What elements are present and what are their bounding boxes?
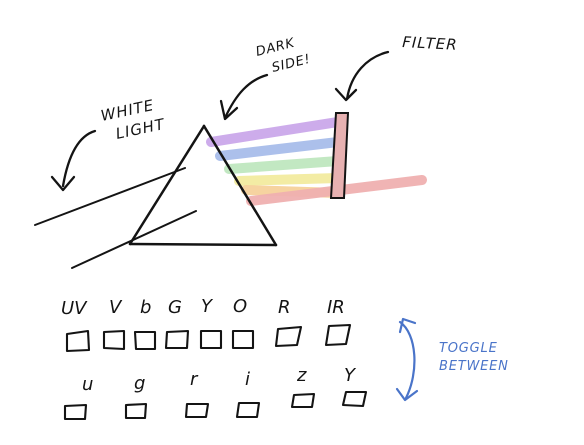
top-label-v: V (109, 297, 123, 318)
toggle-label-line-2: BETWEEN (439, 359, 509, 374)
bottom-label-y: Y (344, 365, 357, 386)
top-box-b (133, 330, 157, 351)
top-box-ir (324, 323, 352, 347)
prism (128, 124, 278, 247)
bottom-box-y (341, 390, 368, 408)
spectrum-band-blue (215, 137, 343, 161)
top-label-o: O (233, 296, 247, 317)
bottom-label-i: i (245, 369, 250, 390)
white-light-arrow (61, 129, 97, 188)
spectrum-band-yellow (234, 173, 343, 186)
top-label-ir: IR (327, 297, 345, 318)
top-box-g (164, 329, 190, 350)
white-light-rays (34, 167, 197, 269)
top-label-r: R (278, 297, 291, 318)
bottom-box-r (184, 402, 210, 419)
spectrum-band-violet (206, 117, 343, 147)
toggle-arrow (395, 317, 419, 402)
top-box-o (231, 329, 255, 350)
toggle-label-line-1: TOGGLE (439, 341, 498, 356)
bottom-filter-boxes (63, 390, 368, 421)
top-filter-boxes (65, 323, 352, 353)
top-label-y: Y (201, 296, 214, 317)
bottom-label-u: u (82, 374, 93, 395)
top-filter-labels: UV V b G Y O R IR (61, 296, 345, 319)
bottom-box-u (63, 403, 88, 421)
dark-side-label-line-2: SIDE! (270, 52, 312, 76)
annotation-arrows (50, 50, 390, 192)
bottom-filter-labels: u g r i z Y (82, 365, 357, 395)
top-label-g: G (168, 297, 182, 318)
top-label-b: b (140, 297, 151, 318)
bottom-box-i (235, 401, 261, 419)
top-label-uv: UV (61, 298, 88, 319)
bottom-label-g: g (134, 373, 145, 394)
filter-label: FILTER (402, 33, 458, 54)
top-box-uv (65, 329, 91, 353)
bottom-box-z (290, 392, 316, 409)
top-box-y (199, 329, 223, 350)
bottom-label-r: r (190, 369, 199, 390)
dark-side-arrow (223, 73, 269, 120)
filter-shape (329, 112, 350, 199)
filter-arrow (345, 50, 390, 101)
spectrum-band-green (224, 156, 343, 174)
top-box-v (102, 329, 126, 351)
bottom-label-z: z (296, 365, 307, 386)
top-box-r (274, 325, 303, 348)
bottom-box-g (124, 402, 148, 420)
